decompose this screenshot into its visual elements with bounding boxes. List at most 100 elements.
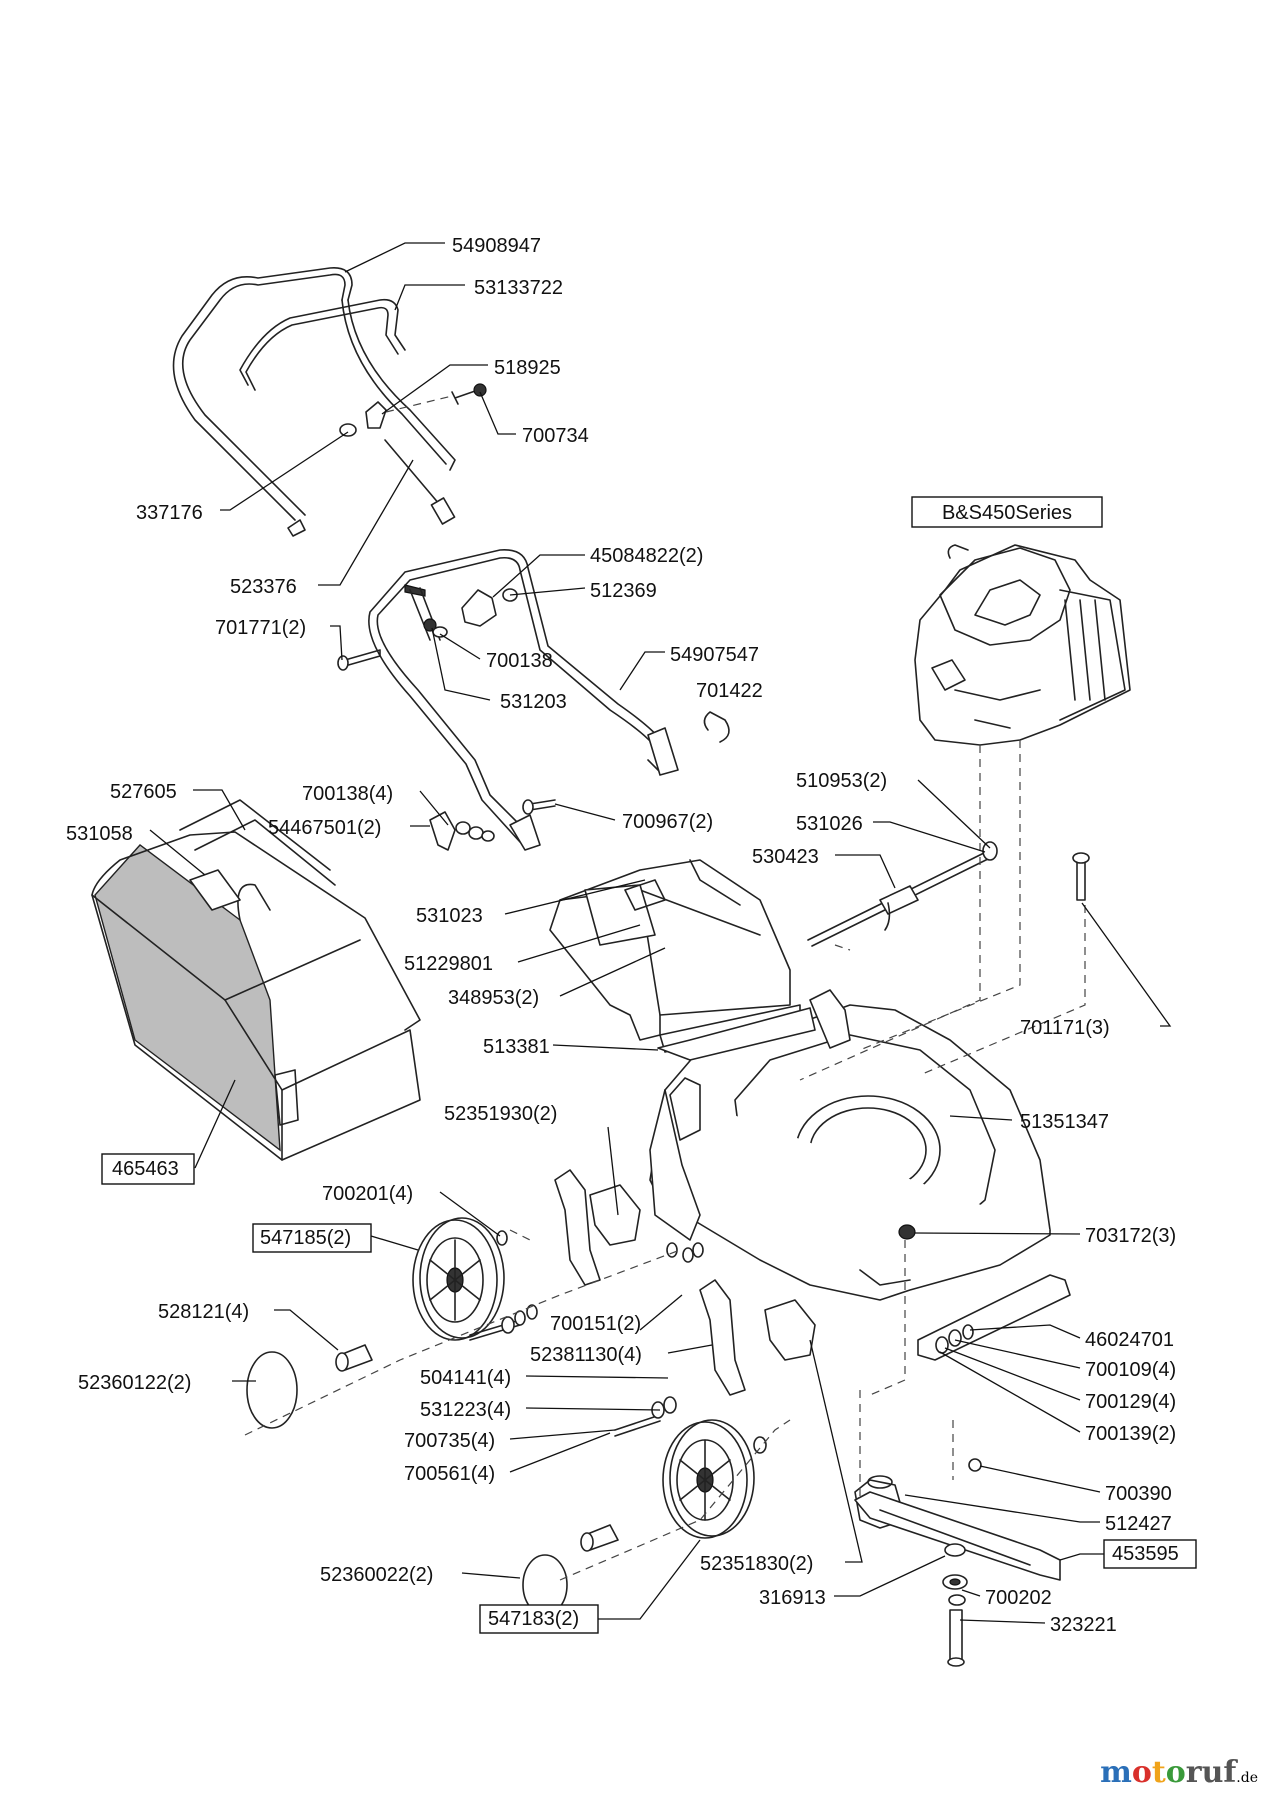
leader-line-531223(4) (525, 1407, 661, 1411)
part-number-label: 52351930(2) (444, 1103, 557, 1125)
part-number-label: 700202 (985, 1587, 1052, 1609)
leader-line-531203 (431, 627, 491, 701)
leader-line-700561(4) (509, 1432, 611, 1473)
leader-line-531026 (873, 821, 986, 853)
mower-deck (649, 989, 1051, 1301)
upper-handle (172, 267, 456, 537)
part-number-label: 46024701 (1085, 1329, 1174, 1351)
part-number-label: 51351347 (1020, 1111, 1109, 1133)
part-number-label: 54467501(2) (268, 817, 381, 839)
leader-line-45084822(2) (492, 554, 585, 598)
leader-line-52351830(2) (809, 1339, 863, 1563)
leader-line-518925 (381, 364, 488, 415)
part-number-label: 700735(4) (404, 1430, 495, 1452)
part-number-label: 547183(2) (488, 1608, 579, 1630)
watermark-m: m (1100, 1755, 1132, 1790)
watermark-t: t (1151, 1755, 1166, 1790)
part-number-label: 703172(3) (1085, 1225, 1176, 1247)
part-number-label: 700734 (522, 425, 589, 447)
leader-line-54907547 (619, 651, 665, 691)
engine-label-box (911, 496, 1103, 528)
part-number-label: 512427 (1105, 1513, 1172, 1535)
leader-line-337176 (220, 431, 349, 511)
engine-bolts (1072, 852, 1090, 901)
part-number-label: 700561(4) (404, 1463, 495, 1485)
leader-line-54908947 (344, 242, 445, 273)
part-number-label: 530423 (752, 846, 819, 868)
leader-line-547185(2) (370, 1235, 419, 1251)
watermark-ruf: ruf (1185, 1755, 1237, 1790)
part-number-label: 465463 (112, 1158, 179, 1180)
leader-line-316913 (834, 1555, 946, 1597)
watermark: motoruf.de (1100, 1755, 1258, 1790)
leader-line-52351930(2) (607, 1126, 619, 1216)
leader-line-52381130(4) (667, 1344, 713, 1354)
leader-line-51229801 (517, 924, 641, 963)
leader-line-512369 (509, 587, 586, 596)
part-labels: 54908947 53133722 518925 700734 337176 523376… (66, 235, 1197, 1636)
part-number-label: 700201(4) (322, 1183, 413, 1205)
part-number-label: 701771(2) (215, 617, 306, 639)
watermark-tld: .de (1236, 1770, 1258, 1786)
rear-wheel (412, 1217, 505, 1341)
leader-line-513381 (552, 1044, 659, 1051)
leader-line-453595 (1059, 1553, 1104, 1561)
part-number-label: 700138(4) (302, 783, 393, 805)
leader-line-700201(4) (439, 1191, 501, 1237)
leader-line-700734 (479, 391, 516, 435)
pivot-rod (807, 841, 998, 947)
leader-line-51351347 (949, 1115, 1013, 1121)
leader-line-700390 (979, 1465, 1101, 1493)
part-number-label: 510953(2) (796, 770, 887, 792)
part-number-label: 504141(4) (420, 1367, 511, 1389)
leader-line-46024701 (969, 1324, 1081, 1339)
leader-line-700735(4) (509, 1429, 616, 1440)
part-label-box (101, 1153, 195, 1185)
front-wheel (662, 1419, 755, 1539)
watermark-o1: o (1131, 1755, 1152, 1790)
rear-deflector (657, 1007, 816, 1061)
watermark-o2: o (1165, 1755, 1186, 1790)
part-number-label: 453595 (1112, 1543, 1179, 1565)
part-number-label: 323221 (1050, 1614, 1117, 1636)
part-number-label: 700139(2) (1085, 1423, 1176, 1445)
part-number-label: 518925 (494, 357, 561, 379)
part-number-label: 531023 (416, 905, 483, 927)
leader-line-700202 (961, 1589, 981, 1597)
part-number-label: 53133722 (474, 277, 563, 299)
part-number-label: 513381 (483, 1036, 550, 1058)
part-number-label: 700390 (1105, 1483, 1172, 1505)
leader-line-504141(4) (525, 1375, 669, 1379)
part-number-label: 528121(4) (158, 1301, 249, 1323)
leader-line-523376 (318, 459, 414, 586)
part-number-label: 512369 (590, 580, 657, 602)
part-number-label: 531058 (66, 823, 133, 845)
leader-line-700109(4) (954, 1339, 1081, 1369)
part-number-label: 523376 (230, 576, 297, 598)
part-number-label: 531203 (500, 691, 567, 713)
handle-clamp-parts (339, 383, 487, 525)
part-number-label: 701171(3) (1020, 1017, 1110, 1039)
part-number-label: 531026 (796, 813, 863, 835)
blade-assembly (854, 1458, 1061, 1667)
leader-line-323221 (959, 1619, 1046, 1624)
part-label-box (1103, 1539, 1197, 1569)
leader-line-700129(4) (944, 1347, 1081, 1401)
part-number-label: 700109(4) (1085, 1359, 1176, 1381)
leader-line-700138 (439, 633, 481, 660)
part-number-label: 700151(2) (550, 1313, 641, 1335)
leader-line-703172(3) (914, 1232, 1081, 1235)
part-number-label: 531223(4) (420, 1399, 511, 1421)
part-number-label: 701422 (696, 680, 763, 702)
part-number-label: 54908947 (452, 235, 541, 257)
part-number-label: 316913 (759, 1587, 826, 1609)
part-number-label: 52360122(2) (78, 1372, 191, 1394)
leader-line-531058 (149, 829, 206, 876)
leader-line-530423 (835, 854, 896, 889)
assembly-lines (244, 740, 1086, 1581)
part-number-label: 52360022(2) (320, 1564, 433, 1586)
leader-line-527605 (193, 789, 246, 831)
grass-catcher (91, 799, 421, 1161)
part-number-label: 337176 (136, 502, 203, 524)
